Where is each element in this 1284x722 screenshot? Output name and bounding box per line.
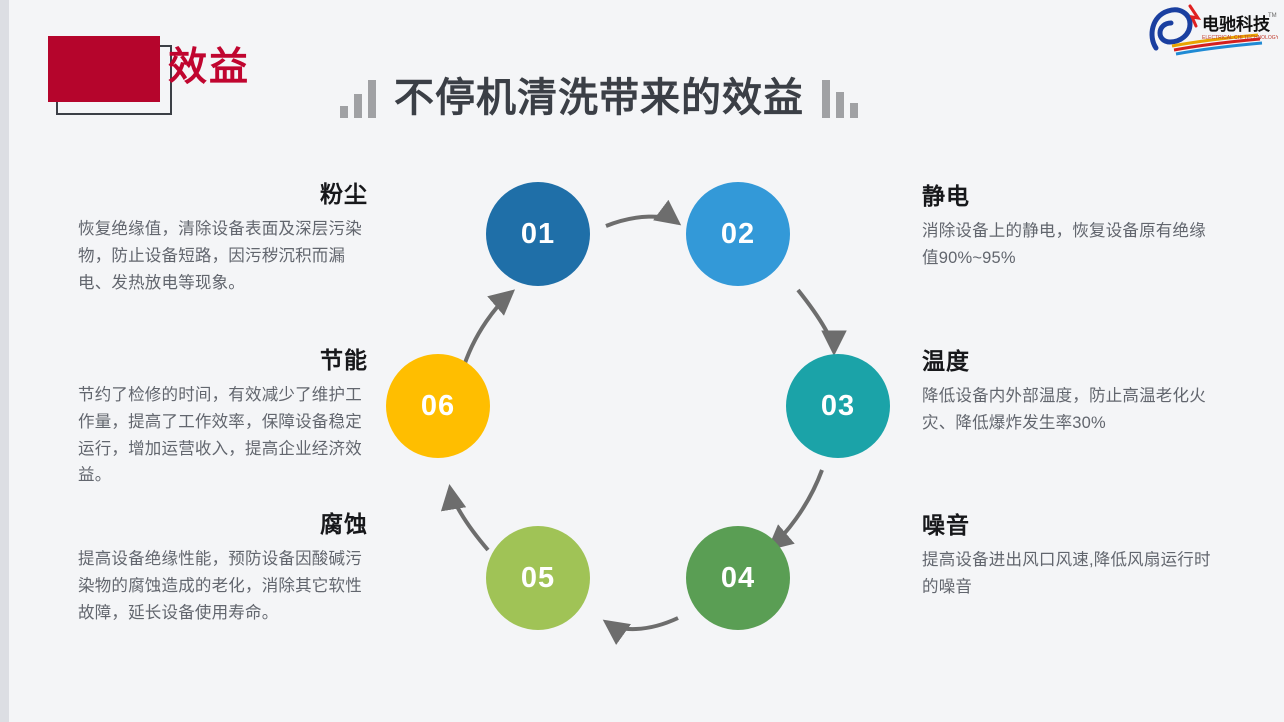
page-title: 不停机清洗带来的效益 (394, 76, 804, 120)
company-logo: 电驰科技 ELECTRICAL CHI TECHNOLOGY TM (1146, 2, 1280, 58)
cycle-node-06-label: 06 (420, 389, 456, 422)
cycle-node-05-label: 05 (520, 561, 556, 594)
benefit-heading-noise: 噪音 (922, 512, 970, 538)
cycle-diagram: 01 02 03 04 05 06 (378, 170, 908, 690)
section-badge (48, 36, 180, 120)
cycle-node-01-label: 01 (520, 217, 556, 250)
benefit-heading-corrosion: 腐蚀 (320, 511, 368, 537)
cycle-node-03-label: 03 (820, 389, 856, 422)
left-edge-strip (0, 0, 9, 722)
title-row: 不停机清洗带来的效益 (340, 68, 858, 128)
benefit-body-noise: 提高设备进出风口风速,降低风扇运行时的噪音 (922, 551, 1211, 597)
arrow-05-to-06 (440, 484, 490, 552)
cycle-node-02-label: 02 (720, 217, 756, 250)
benefit-block-dust: 粉尘 恢复绝缘值，清除设备表面及深层污染物，防止设备短路，因污秽沉积而漏电、发热… (78, 181, 368, 296)
benefit-heading-static: 静电 (922, 183, 970, 209)
benefit-block-corrosion: 腐蚀 提高设备绝缘性能，预防设备因酸碱污染物的腐蚀造成的老化，消除其它软性故障，… (78, 511, 368, 626)
arrow-02-to-03 (796, 288, 847, 356)
arrow-01-to-02 (605, 199, 682, 228)
cycle-node-06[interactable]: 06 (386, 354, 490, 458)
svg-text:电驰科技: 电驰科技 (1202, 14, 1271, 34)
section-badge-label: 效益 (168, 46, 251, 89)
cycle-node-04-label: 04 (720, 561, 756, 594)
ascending-bars-icon (340, 78, 376, 118)
cycle-node-04[interactable]: 04 (686, 526, 790, 630)
benefit-heading-dust: 粉尘 (320, 181, 368, 207)
benefit-body-dust: 恢复绝缘值，清除设备表面及深层污染物，防止设备短路，因污秽沉积而漏电、发热放电等… (78, 220, 362, 292)
benefit-body-corrosion: 提高设备绝缘性能，预防设备因酸碱污染物的腐蚀造成的老化，消除其它软性故障，延长设… (78, 550, 362, 622)
cycle-node-01[interactable]: 01 (486, 182, 590, 286)
cycle-node-03[interactable]: 03 (786, 354, 890, 458)
descending-bars-icon (822, 78, 858, 118)
cycle-node-02[interactable]: 02 (686, 182, 790, 286)
benefit-block-static: 静电 消除设备上的静电，恢复设备原有绝缘值90%~95% (922, 183, 1212, 272)
arrow-06-to-01 (460, 289, 516, 373)
trademark-mark: TM (1268, 13, 1277, 19)
benefit-block-energy: 节能 节约了检修的时间，有效减少了维护工作量，提高了工作效率，保障设备稳定运行，… (78, 347, 368, 489)
benefit-body-temperature: 降低设备内外部温度，防止高温老化火灾、降低爆炸发生率30% (922, 387, 1206, 433)
benefit-body-energy: 节约了检修的时间，有效减少了维护工作量，提高了工作效率，保障设备稳定运行，增加运… (78, 386, 362, 485)
benefit-block-temperature: 温度 降低设备内外部温度，防止高温老化火灾、降低爆炸发生率30% (922, 348, 1212, 437)
arrow-03-to-04 (766, 469, 824, 551)
badge-fill-shape (48, 36, 160, 102)
benefit-heading-energy: 节能 (320, 347, 368, 373)
arrow-04-to-05 (602, 616, 679, 645)
cycle-node-05[interactable]: 05 (486, 526, 590, 630)
benefit-block-noise: 噪音 提高设备进出风口风速,降低风扇运行时的噪音 (922, 512, 1212, 601)
benefit-heading-temperature: 温度 (922, 348, 970, 374)
benefit-body-static: 消除设备上的静电，恢复设备原有绝缘值90%~95% (922, 222, 1206, 268)
logo-tagline: ELECTRICAL CHI TECHNOLOGY (1202, 35, 1278, 41)
logo-graphic: 电驰科技 ELECTRICAL CHI TECHNOLOGY TM (1149, 4, 1280, 56)
